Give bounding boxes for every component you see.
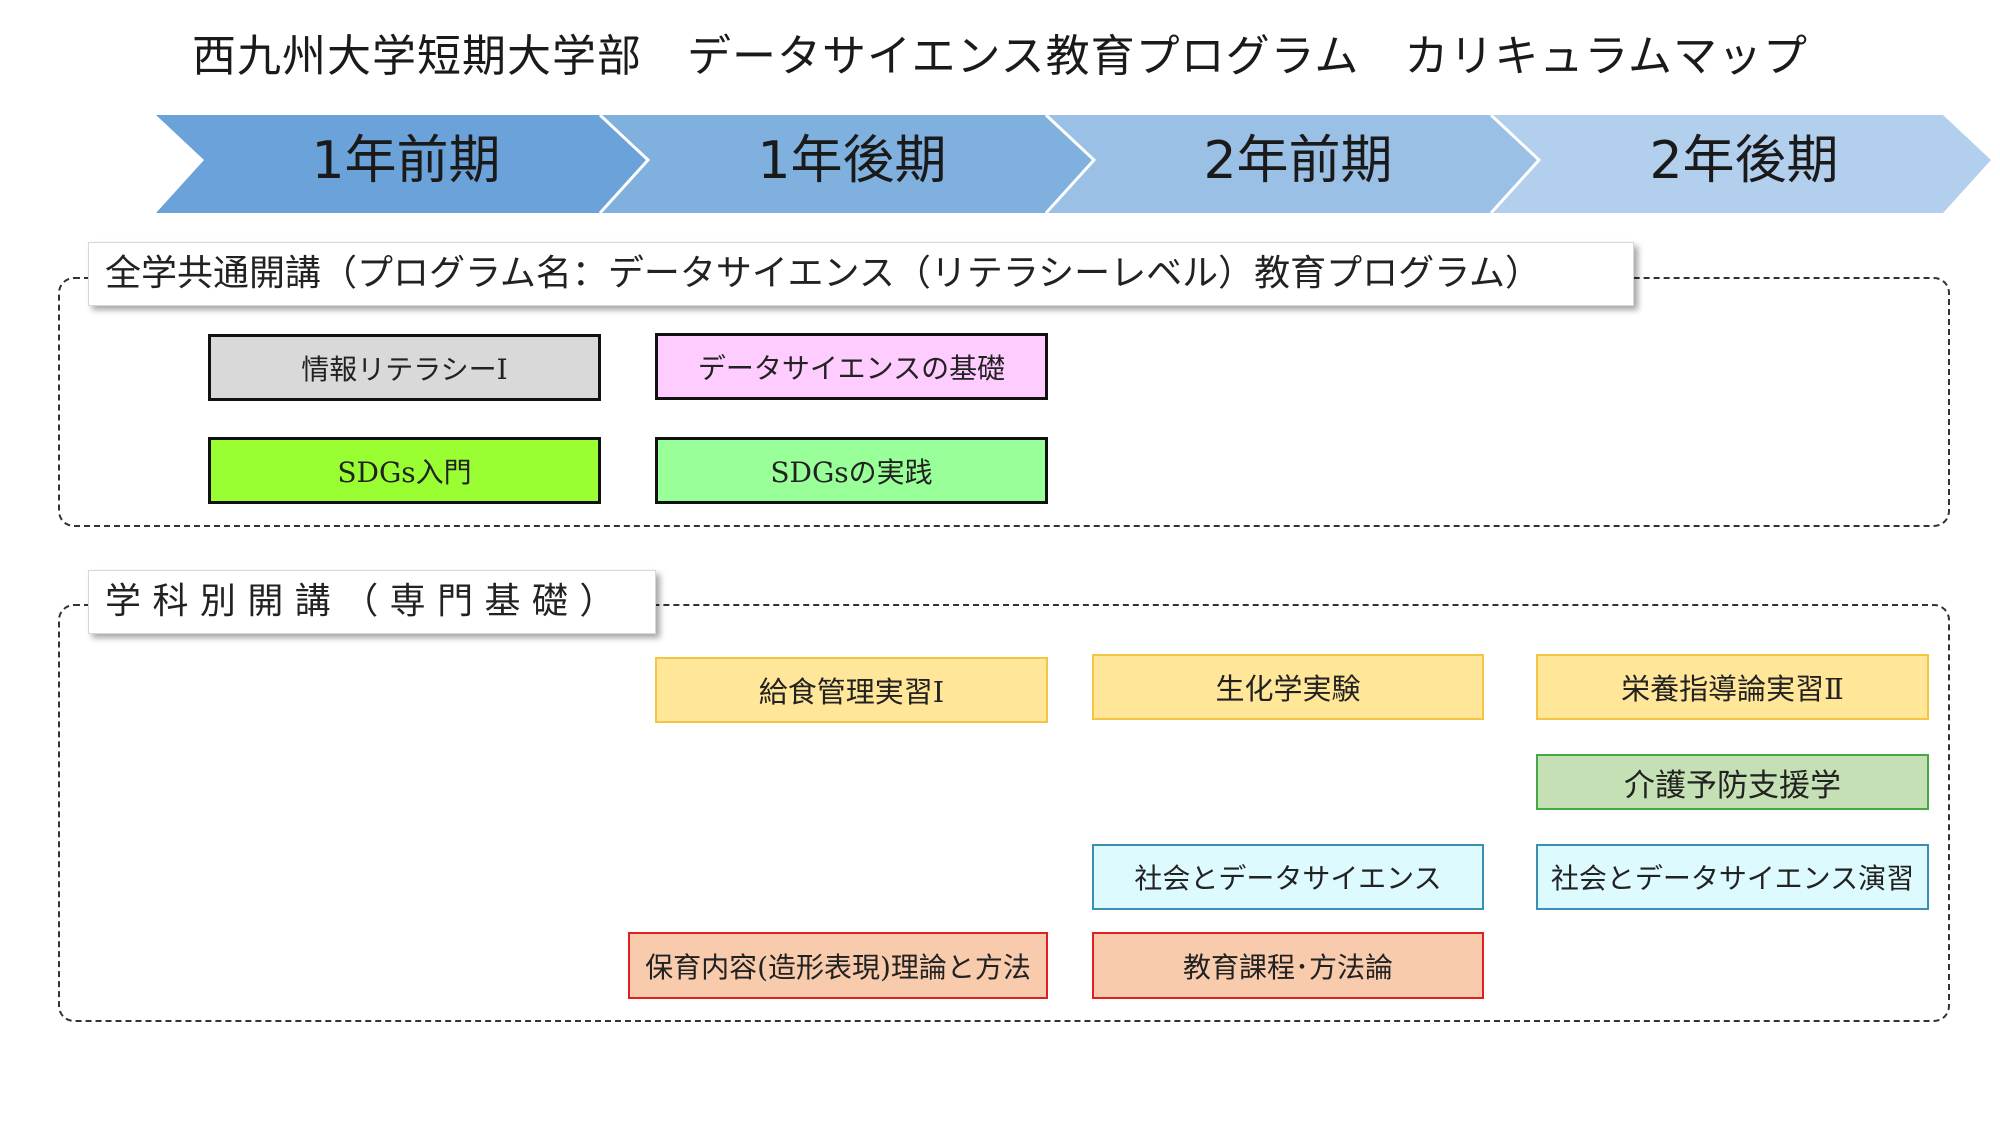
- course-childcare-art-expression: 保育内容(造形表現)理論と方法: [628, 932, 1048, 999]
- course-data-science-basics: データサイエンスの基礎: [655, 333, 1048, 400]
- term-arrow-1: [156, 115, 656, 213]
- page-title: 西九州大学短期大学部 データサイエンス教育プログラム カリキュラムマップ: [191, 31, 1809, 82]
- term-timeline: 1年前期 1年後期 2年前期 2年後期: [156, 113, 1991, 215]
- common-group-label: 全学共通開講（プログラム名：データサイエンス（リテラシーレベル）教育プログラム）: [88, 242, 1634, 306]
- term-label-4: 2年後期: [1649, 131, 1838, 191]
- course-care-prevention-support: 介護予防支援学: [1536, 754, 1929, 810]
- term-divider-2: [1044, 113, 1097, 215]
- department-group-frame: [58, 604, 1950, 1022]
- course-curriculum-methodology: 教育課程･方法論: [1092, 932, 1484, 999]
- term-label-2: 1年後期: [757, 131, 946, 191]
- course-society-data-science: 社会とデータサイエンス: [1092, 844, 1484, 910]
- course-food-service-practice-1: 給食管理実習Ⅰ: [655, 657, 1048, 723]
- term-divider-1: [598, 113, 651, 215]
- term-divider-3: [1489, 113, 1542, 215]
- course-sdgs-intro: SDGs入門: [208, 437, 601, 504]
- term-arrow-4: [1491, 115, 1991, 213]
- course-society-data-science-exercise: 社会とデータサイエンス演習: [1536, 844, 1929, 910]
- course-nutrition-guidance-practice-2: 栄養指導論実習Ⅱ: [1536, 654, 1929, 720]
- term-label-3: 2年前期: [1203, 131, 1392, 191]
- term-arrow-2: [600, 115, 1101, 213]
- course-biochemistry-lab: 生化学実験: [1092, 654, 1484, 720]
- term-label-1: 1年前期: [311, 131, 500, 191]
- course-sdgs-practice: SDGsの実践: [655, 437, 1048, 504]
- term-arrow-3: [1046, 115, 1546, 213]
- course-info-literacy-1: 情報リテラシーⅠ: [208, 334, 601, 401]
- department-group-label: 学 科 別 開 講 （ 専 門 基 礎 ）: [88, 570, 656, 634]
